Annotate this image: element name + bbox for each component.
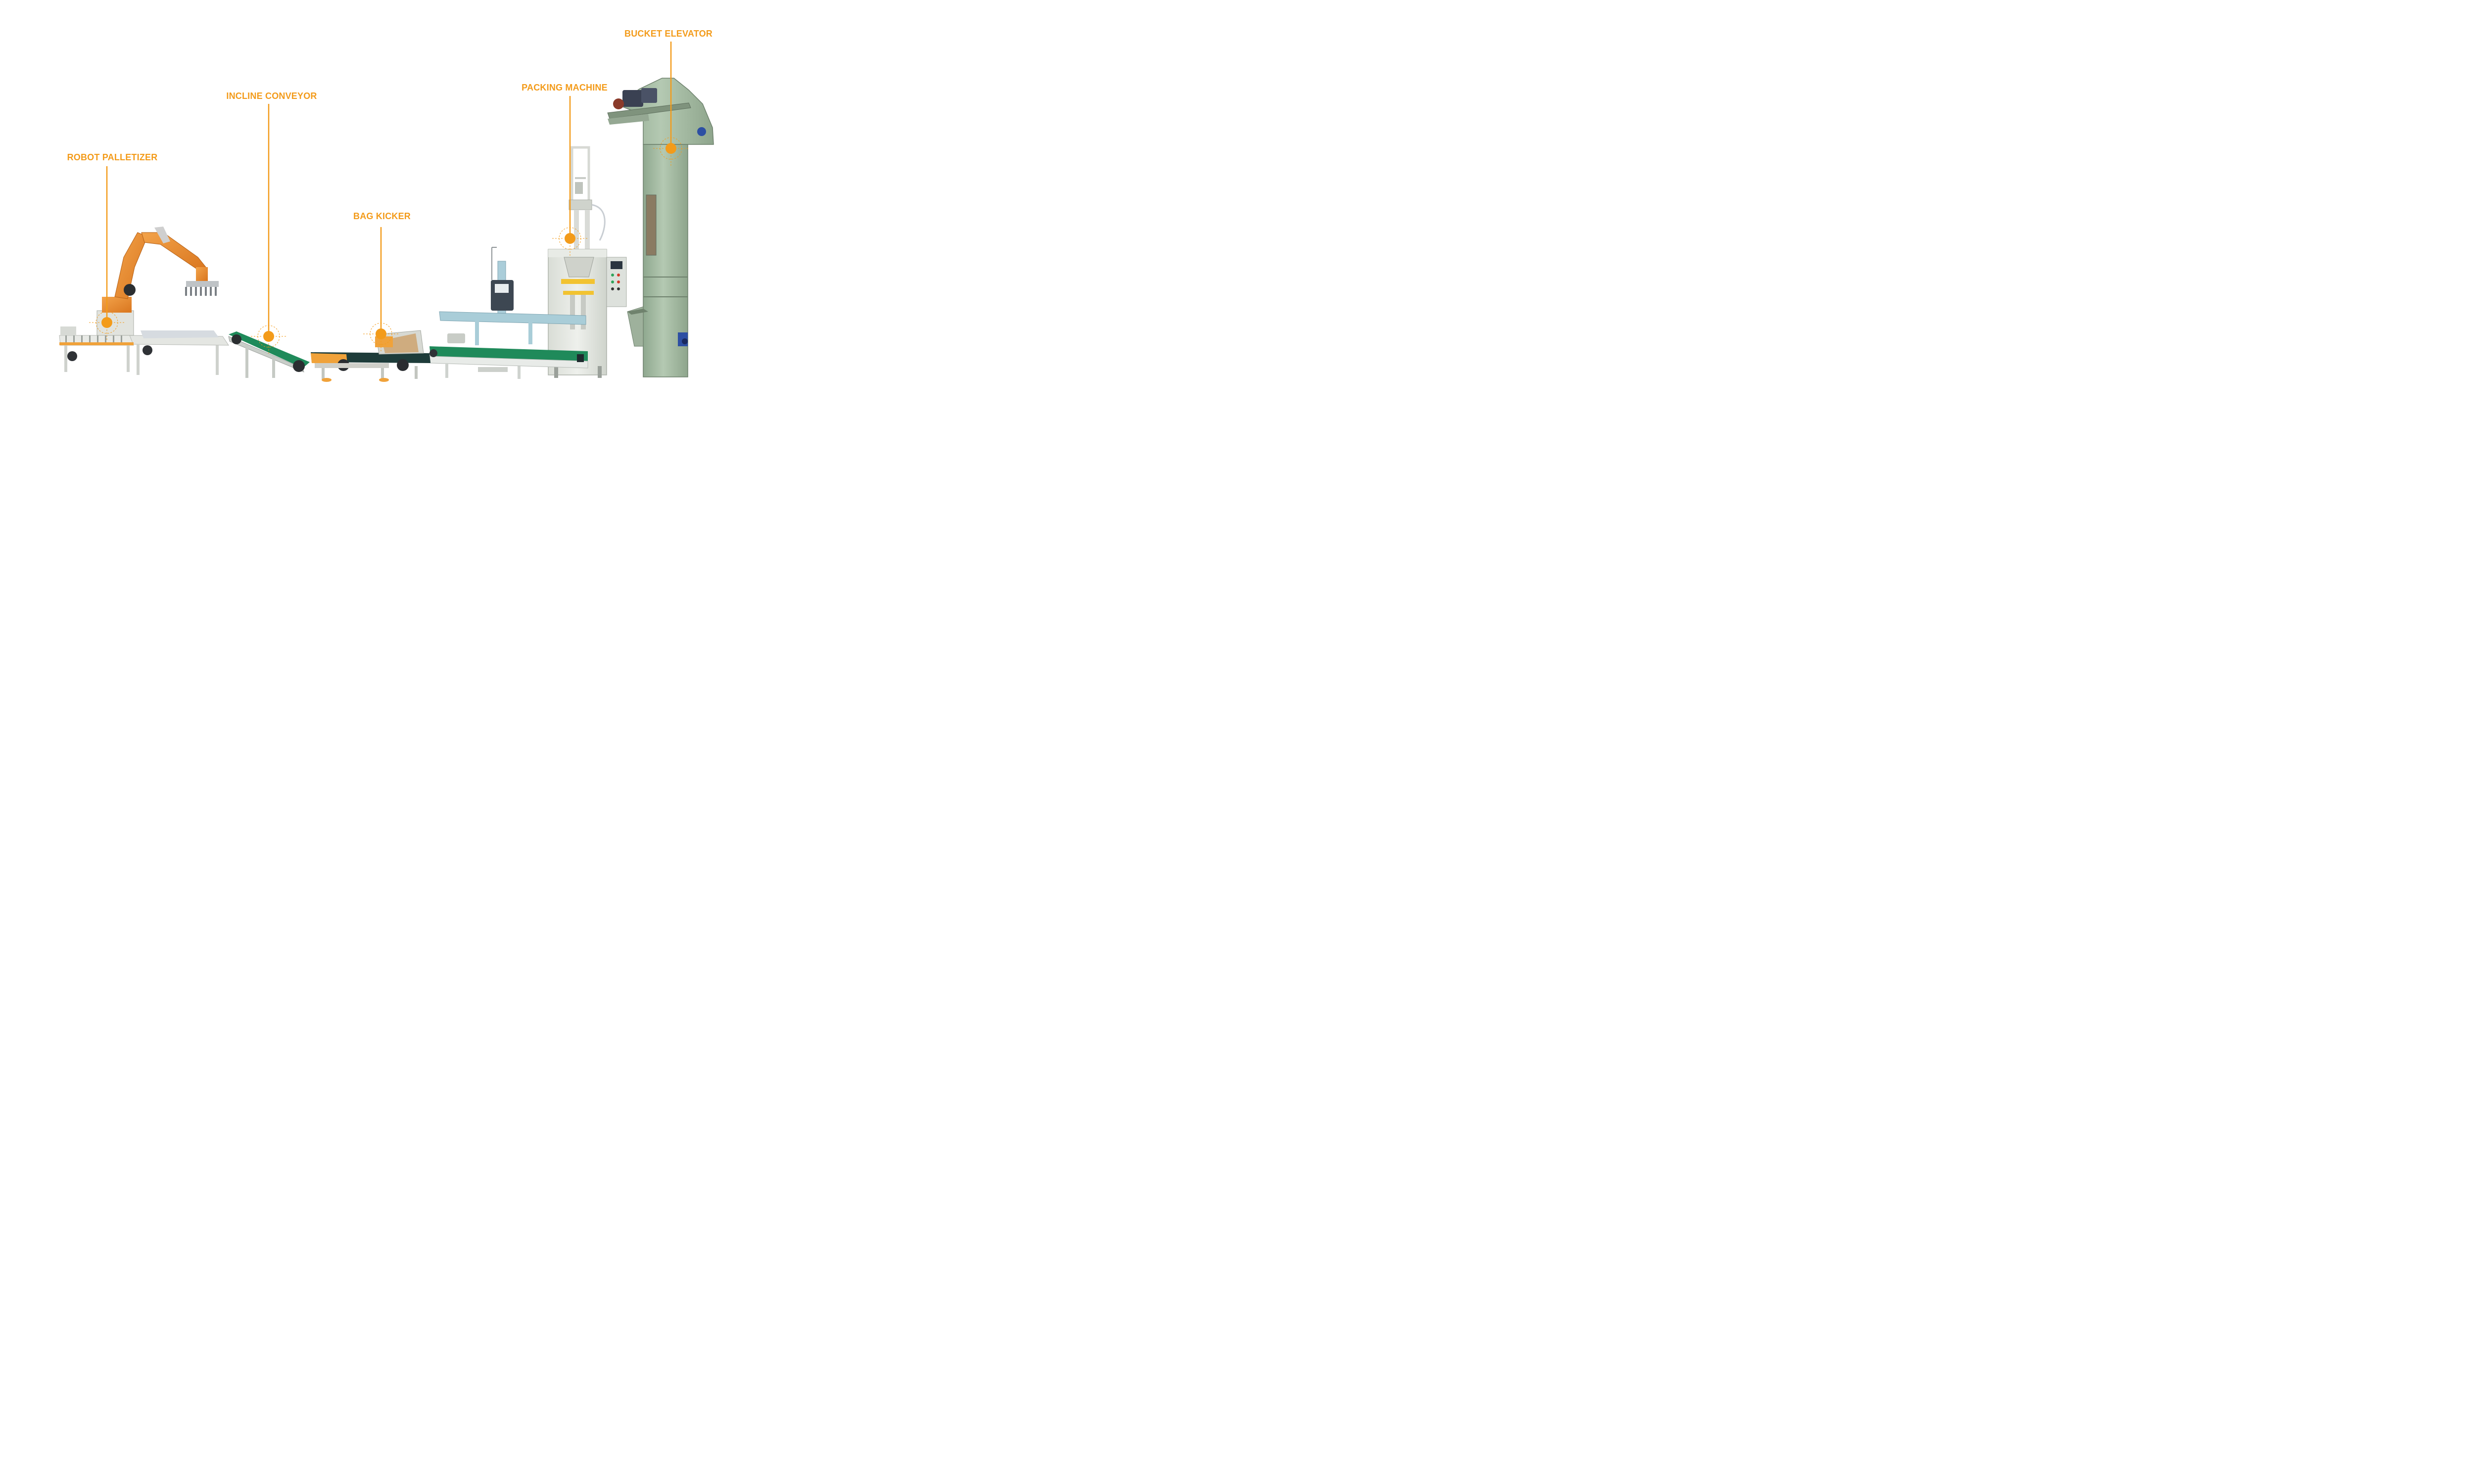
- target-dot: [565, 233, 575, 244]
- label-bucket-elevator: BUCKET ELEVATOR: [624, 29, 713, 39]
- callout-layer: [89, 42, 689, 354]
- bucket-elevator-machine: [607, 78, 714, 377]
- target-dot: [666, 143, 676, 154]
- bag-kicker-machine: [311, 330, 430, 382]
- target-dot: [263, 331, 274, 342]
- robot-palletizer-machine: [59, 227, 229, 375]
- callout-bag-kicker: [363, 227, 399, 352]
- machinery-illustration: [59, 78, 714, 382]
- target-dot: [376, 328, 386, 339]
- callout-packing-machine: [552, 96, 588, 256]
- production-line-diagram: ROBOT PALLETIZER INCLINE CONVEYOR BAG KI…: [0, 0, 766, 387]
- callout-robot-palletizer: [89, 166, 125, 340]
- label-bag-kicker: BAG KICKER: [353, 211, 411, 221]
- label-incline-conveyor: INCLINE CONVEYOR: [226, 91, 317, 101]
- label-robot-palletizer: ROBOT PALLETIZER: [67, 152, 158, 162]
- callout-incline-conveyor: [251, 104, 286, 354]
- target-dot: [101, 317, 112, 328]
- callout-bucket-elevator: [653, 42, 689, 166]
- bag-closing-conveyor: [429, 247, 588, 379]
- incline-conveyor-machine: [228, 331, 310, 378]
- label-packing-machine: PACKING MACHINE: [522, 83, 608, 93]
